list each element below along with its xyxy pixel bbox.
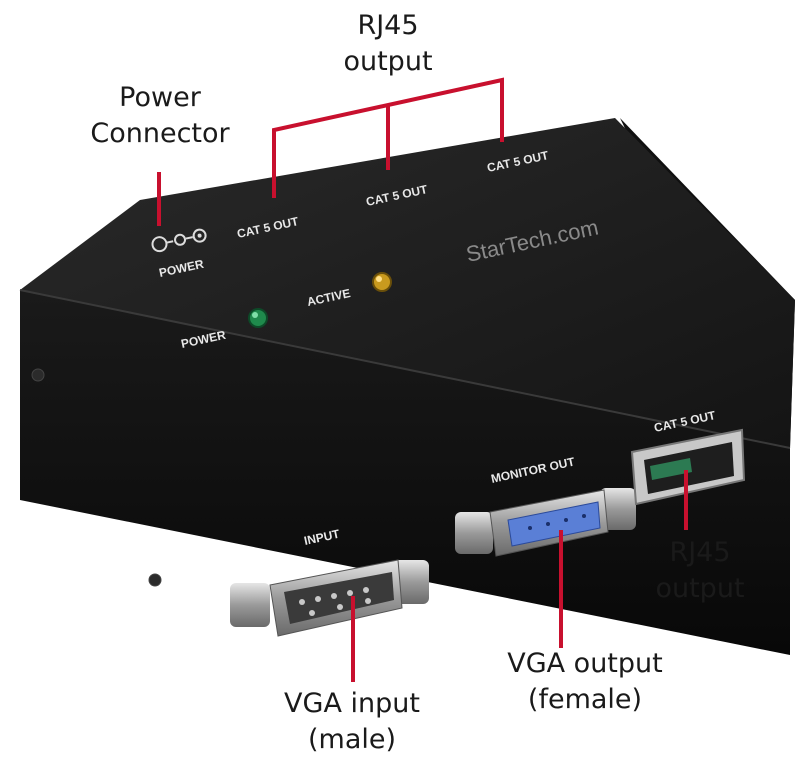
screw-icon — [31, 368, 45, 382]
callout-line: VGA output — [507, 648, 663, 679]
callout-line: output — [343, 46, 433, 77]
callout-rj45-right: RJ45 output — [630, 535, 770, 607]
callout-line: RJ45 — [669, 537, 731, 568]
leader-lines — [157, 77, 688, 682]
callout-line: RJ45 — [357, 10, 419, 41]
power-led — [248, 308, 268, 328]
active-led — [372, 272, 392, 292]
device-top-face — [20, 118, 795, 448]
screw-icon — [148, 573, 162, 587]
callout-line: VGA input — [284, 688, 420, 719]
callout-line: (male) — [307, 724, 397, 755]
vga-input-port — [230, 559, 429, 637]
callout-vga-output: VGA output (female) — [490, 646, 680, 718]
callout-line: output — [655, 573, 745, 604]
vga-output-port — [455, 488, 636, 557]
callout-line: Connector — [90, 118, 230, 149]
power-jack-icon — [151, 228, 207, 253]
callout-power-connector: Power Connector — [70, 80, 250, 152]
callout-line: (female) — [527, 684, 643, 715]
callout-line: Power — [119, 82, 201, 113]
device-front-face — [20, 290, 790, 655]
rj45-front-port — [630, 428, 746, 506]
callout-rj45-top: RJ45 output — [318, 8, 458, 80]
device-edge — [19, 289, 791, 449]
callout-vga-input: VGA input (male) — [262, 686, 442, 758]
